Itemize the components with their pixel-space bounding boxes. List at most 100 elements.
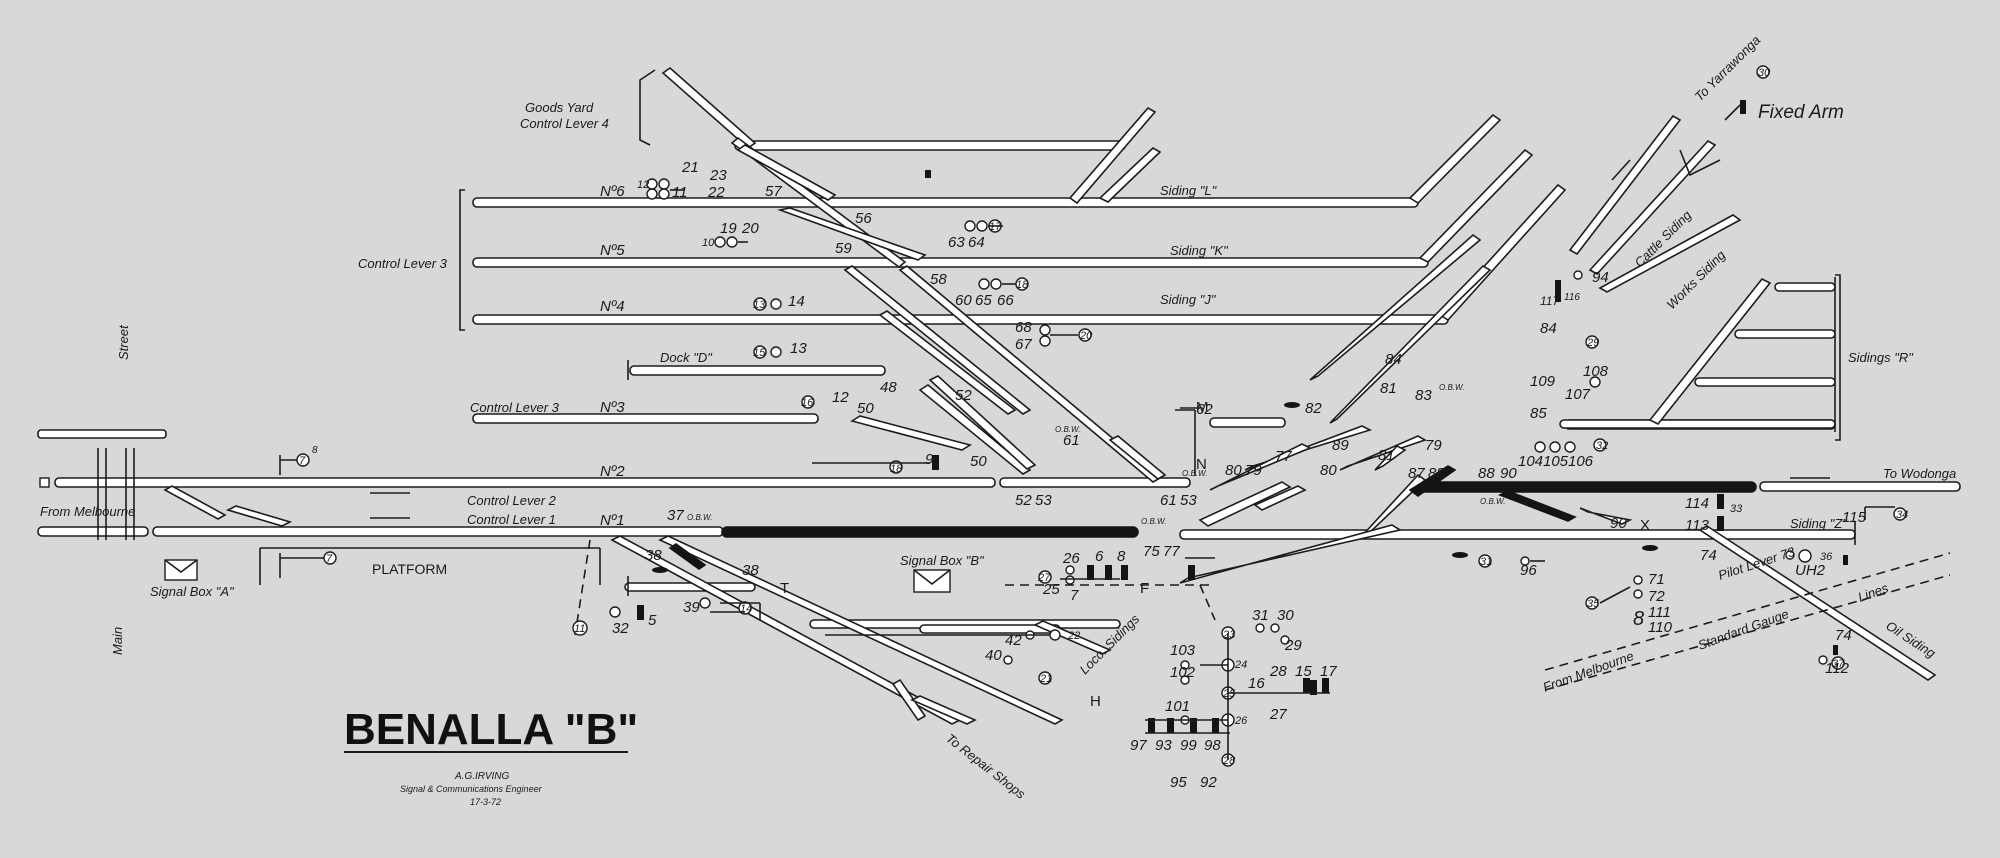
lever-number-n-97: 97: [1130, 737, 1147, 754]
lever-number-n-60: 60: [955, 292, 972, 309]
track-road-1-east: [1179, 529, 1856, 540]
lever-number-n-75: 75: [1143, 543, 1160, 560]
lever-number-n-6: 6: [1095, 548, 1104, 565]
track-platform-siding: [624, 582, 756, 592]
track-road-1: [152, 526, 724, 537]
track-main-east: [1759, 481, 1961, 492]
lever-number-n-33: 33: [1730, 503, 1743, 515]
lever-number-n-84b: 84: [1540, 320, 1557, 337]
lever-number-n-26: 26: [1062, 550, 1080, 567]
lever-number-n-28b: 28: [1222, 755, 1236, 767]
lever-number-n-29: 29: [1586, 337, 1599, 349]
lever-number-n-109: 109: [1530, 373, 1556, 390]
lever-number-obw: O.B.W.: [1480, 497, 1505, 506]
lever-number-n-27b: 27: [1269, 706, 1287, 723]
label-siding-l: Siding "L": [1160, 183, 1218, 198]
obw-labels: O.B.W. O.B.W. O.B.W. O.B.W. O.B.W. O.B.W…: [687, 383, 1505, 526]
label-road-6: Nº6: [600, 183, 625, 200]
lever-number-n-8: 8: [312, 445, 318, 456]
lever-number-n-111: 111: [1648, 604, 1671, 621]
label-platform: PLATFORM: [372, 561, 447, 577]
label-t: T: [780, 580, 789, 597]
lever-number-n-93: 93: [1155, 737, 1172, 754]
label-siding-z: Siding "Z": [1790, 516, 1848, 531]
lever-number-n-88b: 88: [1478, 465, 1495, 482]
label-to-yarrawonga: To Yarrawonga: [1692, 32, 1764, 104]
lever-number-n-85: 85: [1530, 405, 1547, 422]
lever-number-n-17a: 17: [989, 221, 1002, 233]
lever-number-n-107: 107: [1565, 386, 1591, 403]
lever-number-n-37: 37: [667, 507, 684, 524]
lever-number-n-28a: 28: [1269, 663, 1287, 680]
lever-number-n-16b: 16: [1248, 675, 1265, 692]
engineer-role: Signal & Communications Engineer: [400, 784, 543, 794]
lever-number-n-15a: 15: [753, 347, 766, 359]
lever-number-n-20b: 20: [1079, 330, 1093, 342]
lever-number-n-37b: 37: [1832, 658, 1845, 670]
lever-number-n-39: 39: [683, 599, 700, 616]
lever-number-n-50a: 50: [857, 400, 874, 417]
lever-number-n-7c: 7: [1070, 587, 1079, 604]
track-goods-yard: [734, 140, 1126, 151]
lever-number-n-23b: 23: [1222, 629, 1236, 641]
label-road-2: Nº2: [600, 463, 625, 480]
lever-number-n-68: 68: [1015, 319, 1032, 336]
lever-number-n-58: 58: [930, 271, 947, 288]
lever-number-n-35: 35: [1587, 598, 1600, 610]
lever-number-n-25b: 25: [1222, 688, 1236, 700]
lever-number-n-90a: 90: [1500, 465, 1517, 482]
lever-number-n-5: 5: [648, 612, 657, 629]
lever-number-n-8c: 8: [1633, 608, 1644, 630]
lever-number-n-24: 24: [1234, 659, 1247, 671]
lever-number-n-77: 77: [1275, 448, 1292, 465]
lever-number-n-22: 22: [707, 184, 725, 201]
lever-number-n-81a: 81: [1380, 380, 1397, 397]
lever-number-n-80b: 80: [1320, 462, 1337, 479]
lever-number-n-71: 71: [1648, 571, 1665, 588]
lever-number-n-74b: 74: [1835, 627, 1852, 644]
label-signal-box-b: Signal Box "B": [900, 553, 985, 568]
lever-number-n-19: 19: [720, 220, 737, 237]
lever-number-n-104: 104: [1518, 453, 1543, 470]
label-road-4: Nº4: [600, 298, 625, 315]
lever-number-n-10: 10: [702, 237, 715, 249]
label-siding-j: Siding "J": [1160, 292, 1217, 307]
signal-box-a: [164, 559, 198, 581]
lever-number-n-13b: 13: [790, 340, 807, 357]
lever-number-n-20: 20: [741, 220, 759, 237]
lever-number-n-67: 67: [1015, 336, 1032, 353]
lever-number-n-27a: 27: [1037, 572, 1051, 584]
label-lines: Lines: [1856, 580, 1891, 605]
label-h: H: [1090, 693, 1101, 710]
lever-number-n-96: 96: [1520, 562, 1537, 579]
lever-number-n-114: 114: [1685, 495, 1709, 512]
label-control-lever-1: Control Lever 1: [467, 512, 556, 527]
lever-number-n-25a: 25: [1042, 581, 1060, 598]
track-road-3-east: [1209, 417, 1286, 428]
lever-number-n-52b: 52: [1015, 492, 1032, 509]
lever-number-n-50b: 50: [970, 453, 987, 470]
lever-number-n-11b: 11: [574, 623, 585, 635]
lever-number-n-84a: 84: [1385, 351, 1402, 368]
lever-number-n-30: 30: [1758, 67, 1771, 79]
lever-number-n-uh2: UH2: [1795, 562, 1826, 579]
lever-number-n-52a: 52: [955, 387, 972, 404]
label-control-lever-3b: Control Lever 3: [470, 400, 560, 415]
label-m: M: [1196, 399, 1209, 416]
standard-gauge-line-1: [1544, 552, 1951, 671]
lever-number-obw: O.B.W.: [1141, 517, 1166, 526]
tracks: [37, 66, 1961, 725]
label-from-melbourne-sg: From Melbourne: [1541, 648, 1636, 695]
lever-number-n-7a: 7: [299, 455, 306, 467]
lever-number-n-62: 62: [1196, 401, 1213, 418]
label-control-lever-2: Control Lever 2: [467, 493, 557, 508]
street-bridge: [37, 429, 167, 540]
lever-number-n-56: 56: [855, 210, 872, 227]
label-sidings-r: Sidings "R": [1848, 350, 1914, 365]
label-to-repair-shops: To Repair Shops: [943, 731, 1029, 802]
label-dock-d: Dock "D": [660, 350, 713, 365]
lever-number-n-31b: 31: [1480, 556, 1492, 568]
diagonals: [163, 66, 1937, 725]
track-road-3: [472, 413, 819, 424]
